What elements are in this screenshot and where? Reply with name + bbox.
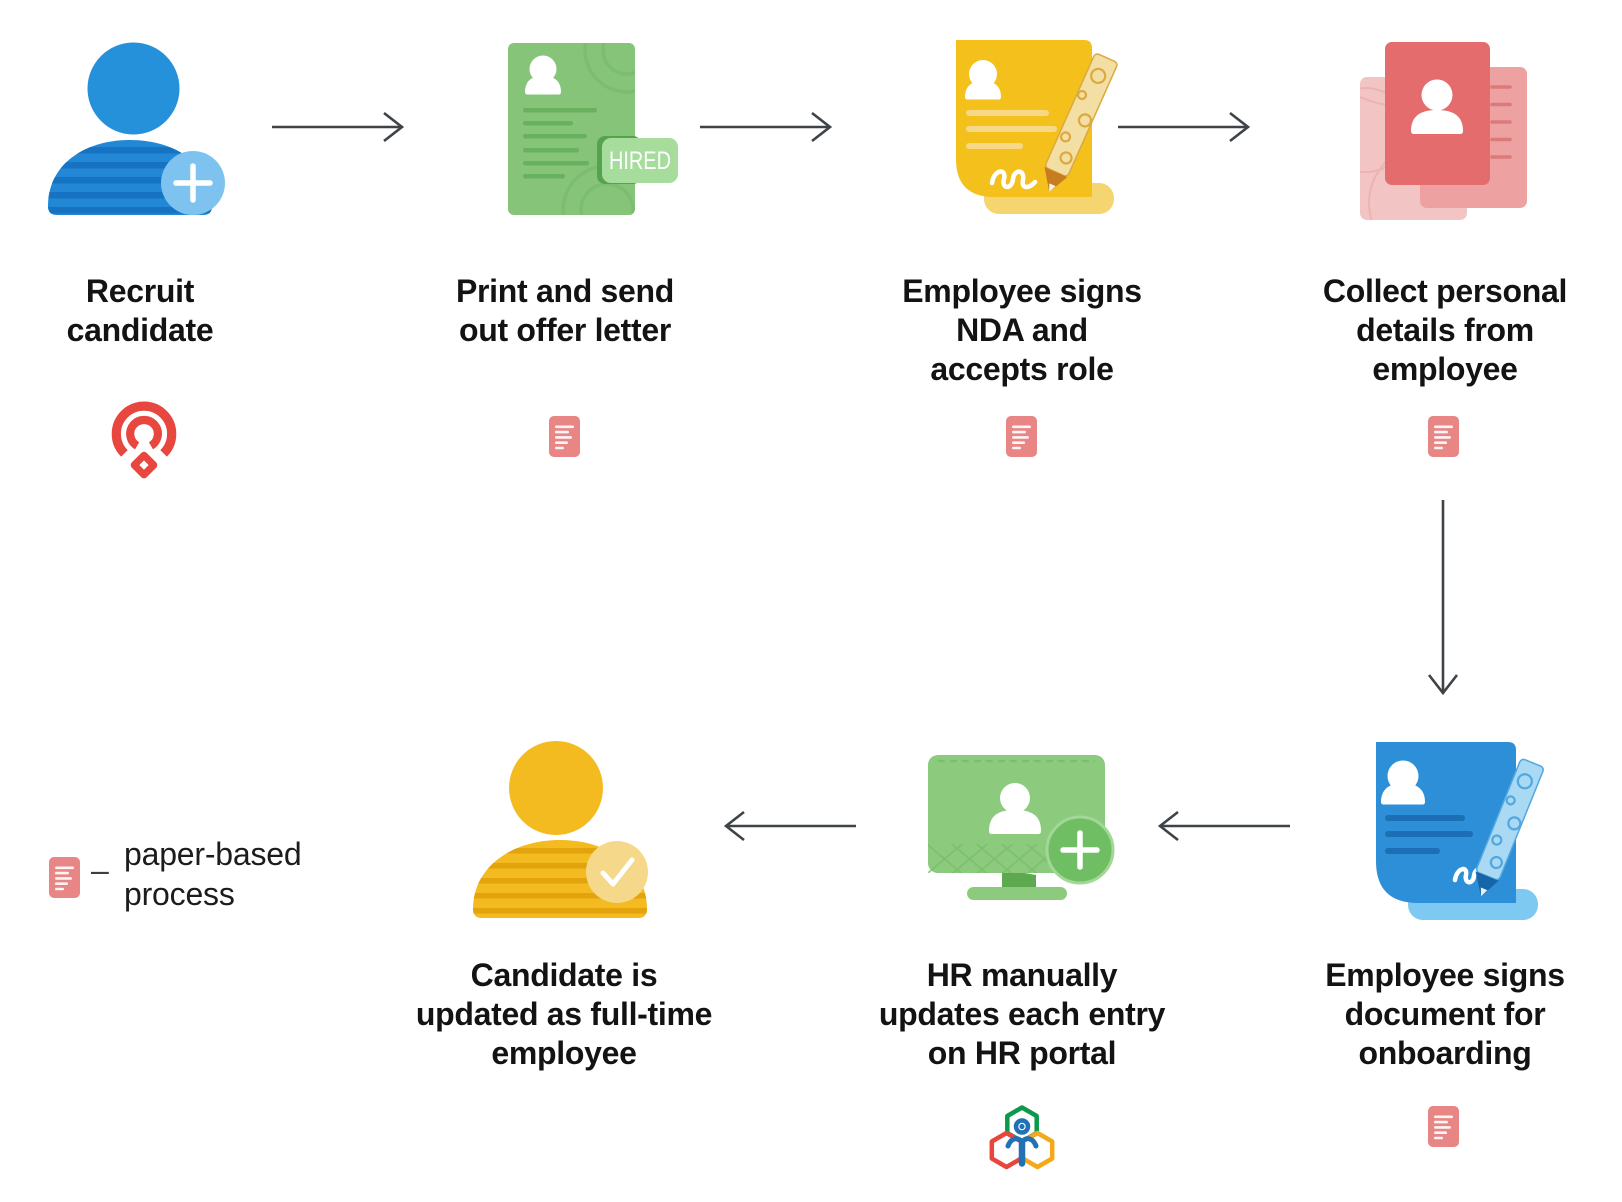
label-line: on HR portal — [927, 1035, 1117, 1071]
legend-line: process — [124, 876, 235, 912]
zoho-people-logo — [988, 1104, 1056, 1176]
label-line: updated as full-time — [415, 996, 713, 1032]
label-line: Employee signs — [902, 273, 1142, 309]
step-label-offer-letter: Print and send out offer letter — [425, 272, 705, 350]
label-line: Print and send — [455, 273, 675, 309]
hired-badge-label: HIRED — [609, 147, 671, 175]
arrow-right-icon — [270, 109, 410, 145]
label-line: onboarding — [1358, 1035, 1532, 1071]
documents-stack-icon — [1352, 35, 1532, 225]
label-line: out offer letter — [458, 312, 672, 348]
step-label-onboarding-sign: Employee signs document for onboarding — [1275, 956, 1615, 1073]
label-line: employee — [1372, 351, 1518, 387]
offer-letter-icon: HIRED — [505, 38, 685, 218]
hr-portal-monitor-icon — [922, 748, 1117, 908]
label-line: Candidate is — [470, 957, 658, 993]
arrow-down-icon — [1425, 498, 1461, 700]
legend-icon — [49, 857, 80, 898]
onboarding-sign-icon — [1362, 738, 1547, 926]
label-line: accepts role — [930, 351, 1114, 387]
label-line: document for — [1344, 996, 1546, 1032]
paper-process-icon — [549, 416, 580, 457]
label-line: Recruit — [85, 273, 195, 309]
legend-label: paper-based process — [124, 834, 384, 914]
hired-badge: HIRED — [597, 136, 678, 184]
pen-icon — [1044, 53, 1118, 193]
pen-icon — [1475, 758, 1544, 897]
label-line: employee — [491, 1035, 637, 1071]
label-line: Collect personal — [1322, 273, 1568, 309]
candidate-add-icon — [45, 36, 225, 222]
label-line: details from — [1356, 312, 1534, 348]
step-label-collect-details: Collect personal details from employee — [1285, 272, 1605, 389]
signature-squiggle — [989, 169, 1038, 190]
label-line: NDA and — [956, 312, 1088, 348]
step-label-hr-portal: HR manually updates each entry on HR por… — [842, 956, 1202, 1073]
paper-process-icon — [1428, 1106, 1459, 1147]
legend-separator: – — [91, 852, 109, 888]
paper-process-icon — [1006, 416, 1037, 457]
legend-line: paper-based — [124, 836, 302, 872]
label-line: updates each entry — [878, 996, 1166, 1032]
nda-sign-icon — [940, 33, 1125, 223]
step-label-nda: Employee signs NDA and accepts role — [872, 272, 1172, 389]
step-label-fulltime-employee: Candidate is updated as full-time employ… — [384, 956, 744, 1073]
arrow-left-icon — [718, 808, 858, 844]
zoho-recruit-logo — [108, 401, 180, 483]
arrow-right-icon — [1116, 109, 1256, 145]
arrow-right-icon — [698, 109, 838, 145]
arrow-left-icon — [1152, 808, 1292, 844]
label-line: Employee signs — [1325, 957, 1565, 993]
paper-process-icon — [1428, 416, 1459, 457]
step-label-recruit-candidate: Recruit candidate — [10, 272, 270, 350]
employee-confirmed-icon — [468, 738, 648, 924]
check-badge — [586, 841, 648, 903]
label-line: candidate — [66, 312, 214, 348]
label-line: HR manually — [926, 957, 1118, 993]
